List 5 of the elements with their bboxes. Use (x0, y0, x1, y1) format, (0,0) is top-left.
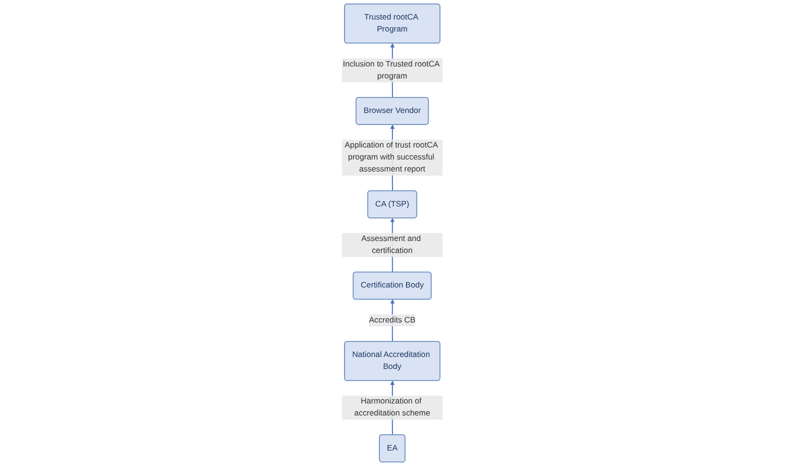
edge-label: Assessment and certification (362, 234, 422, 256)
edge-label: Inclusion to Trusted rootCA program (343, 60, 440, 80)
edge-label: Accredits CB (369, 316, 416, 324)
edge-label: Application of trust rootCA program with successful assessment report (344, 141, 438, 174)
edge-label: Harmonization of accreditation scheme (354, 397, 430, 418)
